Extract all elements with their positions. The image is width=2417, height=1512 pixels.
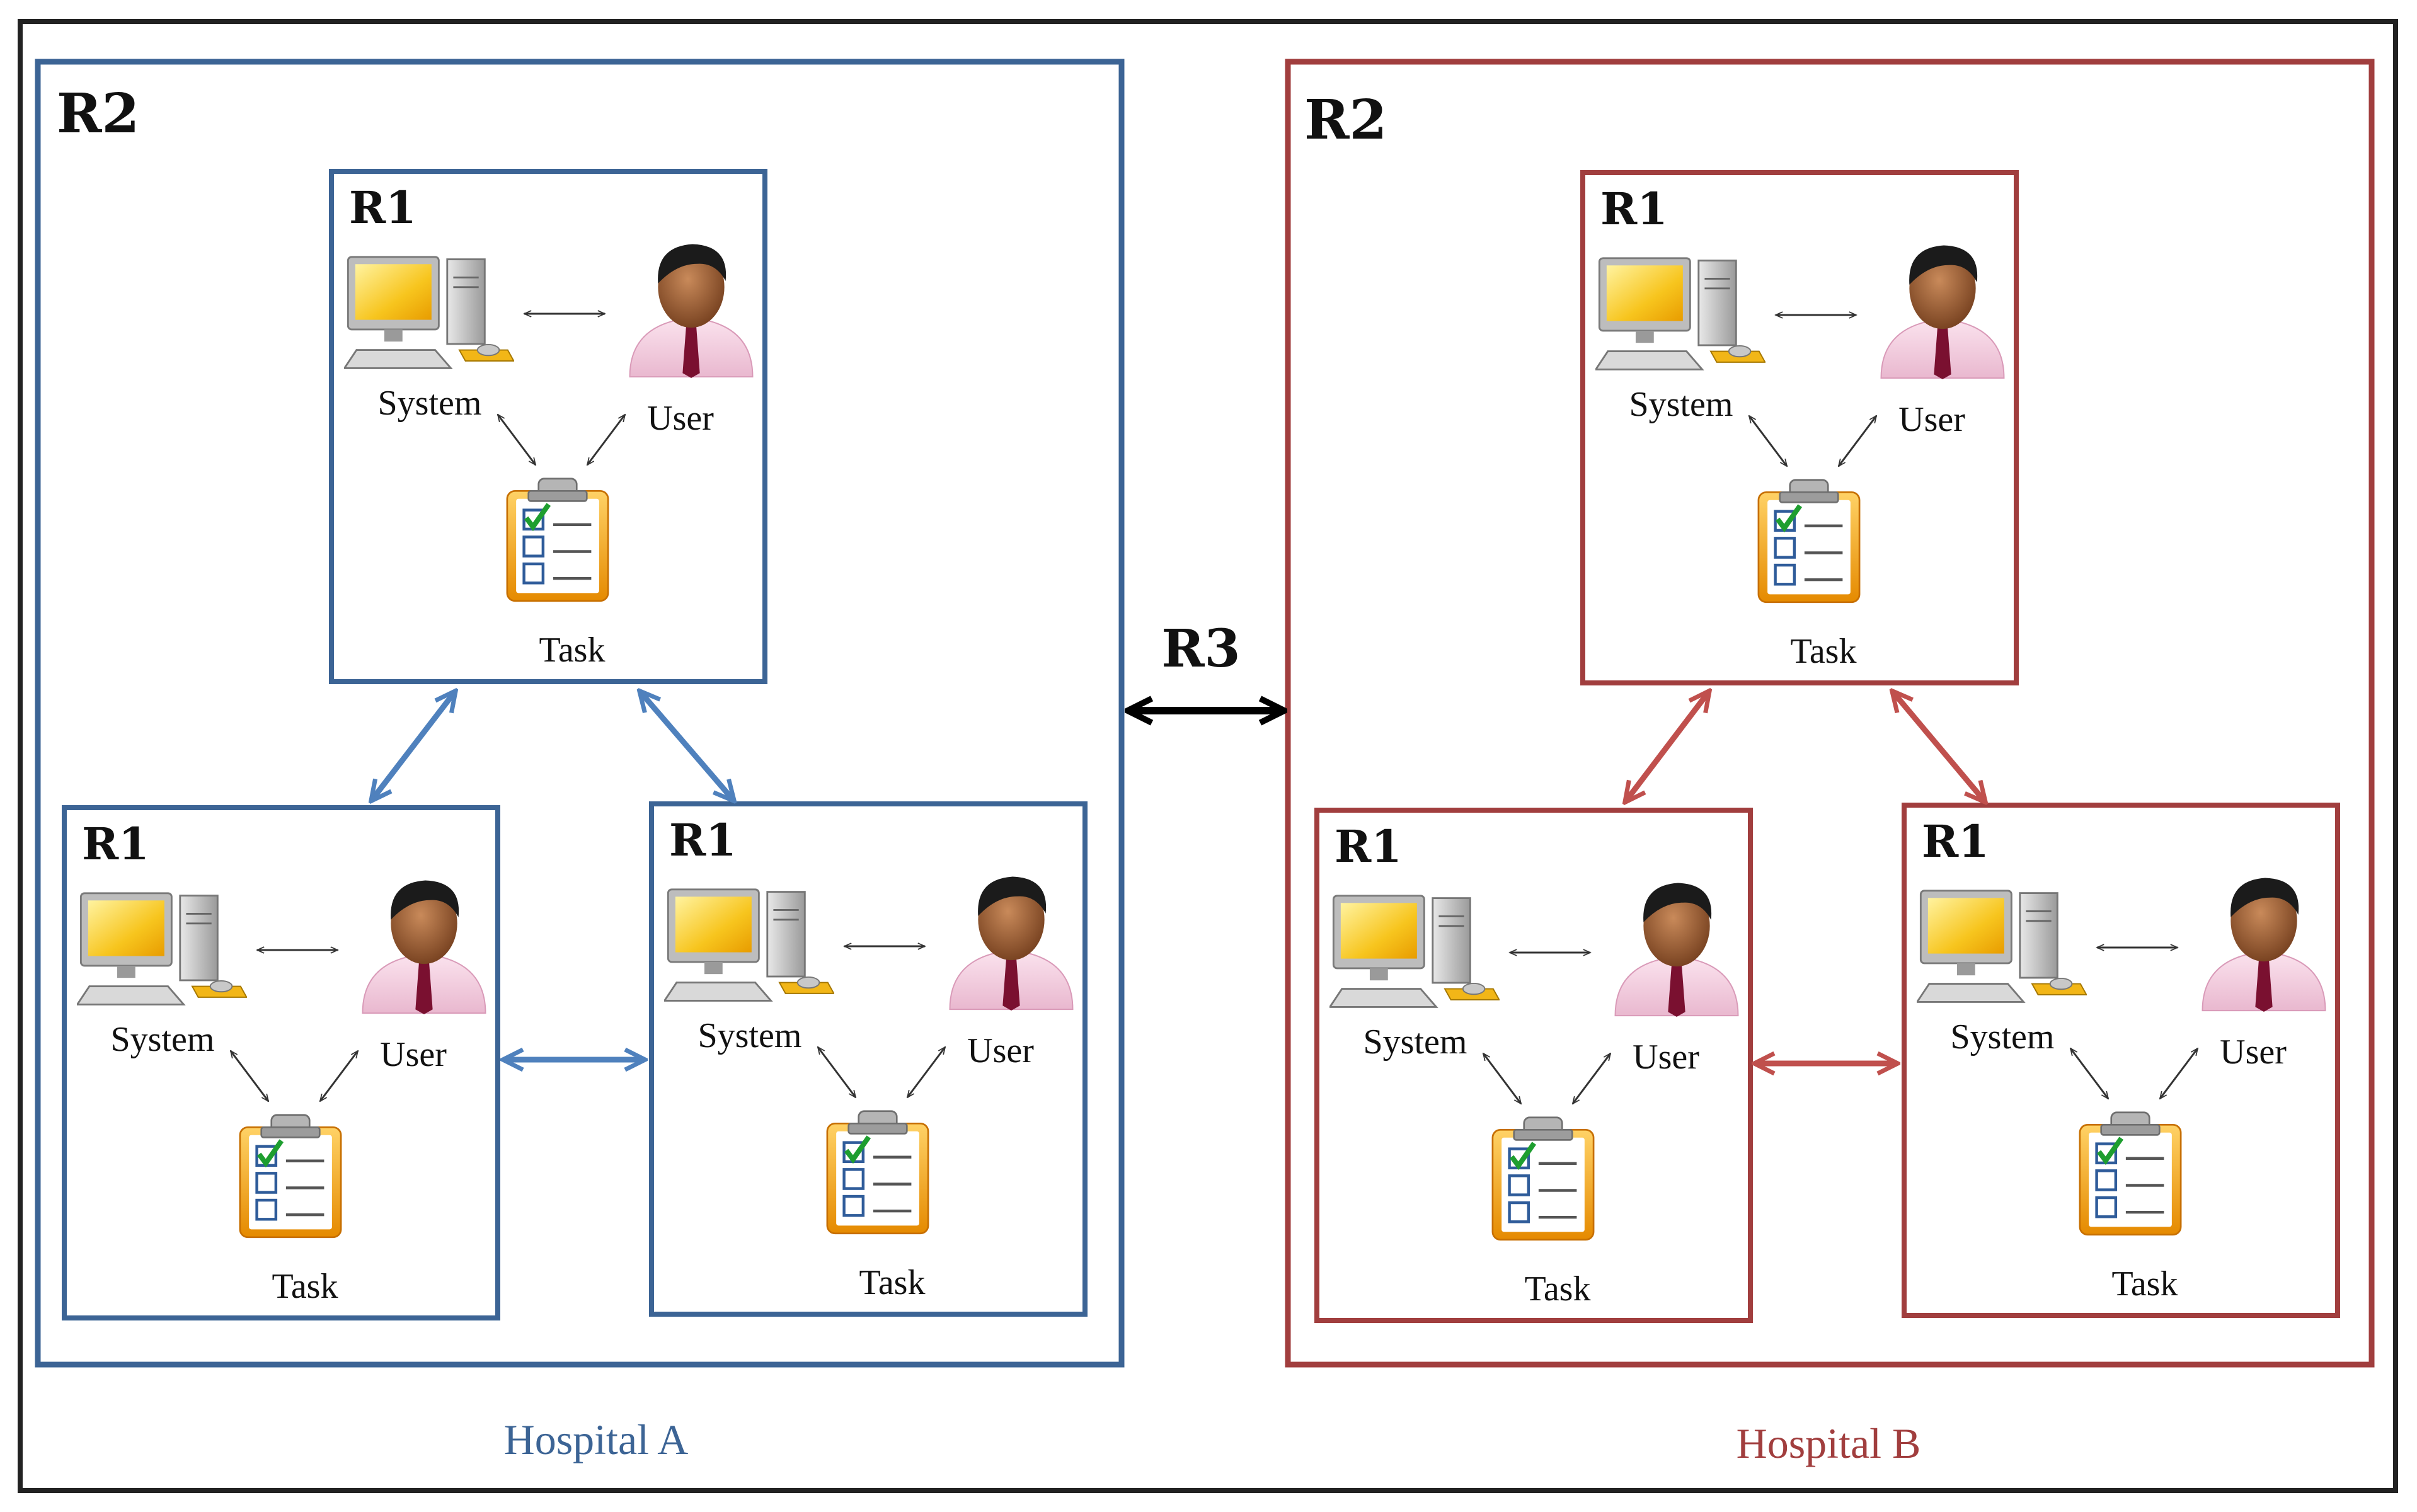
links-layer [372, 692, 1985, 1063]
hospital-box [35, 59, 1125, 1368]
user-icon [1614, 882, 1739, 1018]
system-label: System [1951, 1017, 2055, 1057]
hospital-box [1285, 59, 2375, 1368]
system-label: System [1629, 385, 1733, 424]
task-label: Task [2112, 1264, 2178, 1303]
hospitals-layer: R2 R2 [35, 59, 2375, 1368]
user-icon [2202, 877, 2326, 1013]
r2-label: R2 [57, 82, 139, 146]
link-b-top-right [1893, 692, 1985, 801]
computer-icon [1329, 895, 1500, 1008]
r1-box [62, 805, 500, 1320]
link-b-top-left [1626, 692, 1709, 801]
system-label: System [378, 384, 482, 423]
system-task-arrow [1749, 416, 1787, 466]
user-label: User [2220, 1033, 2287, 1072]
user-label: User [1898, 400, 1965, 439]
hospital-b-label: Hospital B [1737, 1419, 1921, 1467]
user-icon [1880, 244, 2005, 381]
system-task-arrow [498, 415, 536, 465]
link-a-top-left [372, 692, 455, 800]
user-task-arrow [2160, 1048, 2198, 1099]
r1-box [329, 169, 767, 684]
task-label: Task [859, 1263, 926, 1302]
clipboard-icon [1759, 480, 1859, 602]
r3-connector: R3 [1129, 619, 1283, 711]
r2-label: R2 [1304, 88, 1387, 152]
computer-icon [1595, 257, 1765, 370]
user-task-arrow [1839, 416, 1876, 466]
r1-box [1314, 808, 1753, 1323]
user-task-arrow [320, 1051, 358, 1101]
r1-label: R1 [1600, 183, 1668, 235]
user-task-arrow [587, 415, 625, 465]
task-label: Task [539, 631, 606, 670]
computer-icon [77, 892, 247, 1005]
r1-label: R1 [1335, 820, 1402, 873]
user-label: User [380, 1035, 447, 1074]
computer-icon [664, 888, 834, 1002]
hospital-a-container: R2 [35, 59, 1125, 1368]
system-task-arrow [1483, 1053, 1521, 1104]
user-task-arrow [907, 1047, 945, 1097]
r1-box [1902, 803, 2340, 1318]
hospital-b-container: R2 [1285, 59, 2375, 1368]
r1-label: R1 [1922, 815, 1989, 868]
system-label: System [698, 1016, 802, 1055]
clipboard-icon [1493, 1118, 1593, 1240]
user-label: User [1633, 1038, 1699, 1077]
task-label: Task [1525, 1269, 1591, 1309]
hospital-a-label: Hospital A [504, 1416, 689, 1463]
r3-label: R3 [1161, 619, 1240, 679]
system-task-arrow [2070, 1048, 2108, 1099]
r1-label: R1 [669, 814, 737, 866]
system-label: System [111, 1020, 215, 1059]
system-task-arrow [818, 1047, 856, 1097]
system-task-arrow [231, 1051, 268, 1101]
user-task-arrow [1573, 1053, 1610, 1104]
clipboard-icon [240, 1115, 341, 1237]
r1-label: R1 [349, 181, 416, 234]
r1-box [649, 801, 1088, 1317]
computer-icon [344, 256, 514, 369]
user-icon [629, 243, 754, 379]
link-a-top-right [640, 692, 733, 800]
r1-label: R1 [82, 818, 149, 870]
clipboard-icon [2080, 1113, 2181, 1235]
computer-icon [1917, 890, 2087, 1003]
user-icon [949, 876, 1074, 1012]
task-label: Task [1791, 632, 1857, 671]
system-label: System [1364, 1022, 1467, 1062]
r1-box [1580, 170, 2019, 685]
user-label: User [647, 399, 714, 438]
clipboard-icon [507, 479, 608, 601]
user-label: User [967, 1031, 1034, 1070]
clipboard-icon [827, 1111, 928, 1234]
outer-frame [18, 19, 2398, 1493]
task-label: Task [272, 1267, 338, 1306]
user-icon [362, 879, 486, 1016]
